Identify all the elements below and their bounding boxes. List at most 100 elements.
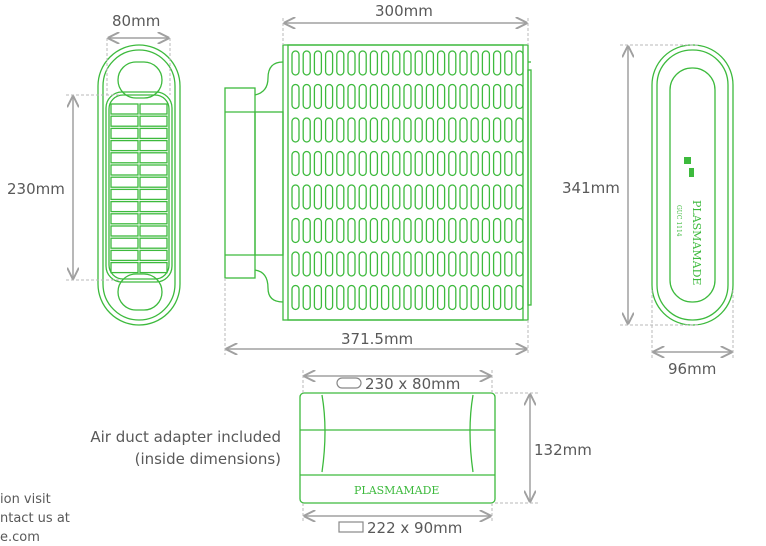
svg-text:GUC 1114: GUC 1114 (675, 205, 682, 237)
vent-slot (492, 251, 502, 277)
vent-slot (324, 50, 334, 76)
vent-slot (380, 217, 390, 244)
vent-slot (448, 284, 457, 311)
vent-slot (369, 251, 379, 277)
vent-slot (504, 284, 513, 311)
vent-slot (380, 284, 390, 311)
vent-slot (436, 184, 446, 210)
vent-slot (358, 83, 367, 110)
vent-slot (504, 217, 513, 244)
vent-slot (459, 217, 468, 244)
grille-cell (110, 103, 139, 115)
grille-cell (110, 152, 139, 164)
vent-slot (459, 50, 468, 76)
vent-slot (448, 50, 457, 76)
vent-slot (515, 83, 524, 110)
vent-slot (347, 284, 356, 311)
vent-slot (515, 251, 524, 277)
vent-slot (347, 50, 356, 76)
grille-cell (110, 188, 139, 201)
vent-slot (324, 83, 334, 110)
vent-slot (425, 251, 435, 277)
vent-slot (436, 83, 446, 110)
vent-slot (324, 184, 334, 210)
vent-slot (403, 284, 412, 311)
vent-slot (414, 83, 423, 110)
vent-slot (302, 83, 311, 110)
vent-slot (358, 284, 367, 311)
vent-slot (515, 50, 524, 76)
vent-slot (358, 251, 367, 277)
grille-cell (110, 139, 139, 152)
vent-slot (302, 284, 311, 311)
vent-slot (504, 251, 513, 277)
vent-slot (324, 251, 334, 277)
grille-cell (139, 176, 168, 188)
vent-slot (470, 284, 479, 311)
vent-slot (436, 284, 446, 311)
vent-slot (459, 83, 468, 110)
grille-cell (110, 164, 139, 176)
vent-slot (291, 83, 300, 110)
vent-slot (392, 184, 401, 210)
vent-slot (347, 217, 356, 244)
grille-cell (139, 249, 168, 262)
grille-cell (139, 152, 168, 164)
adapter-note-line1: Air duct adapter included (90, 428, 281, 446)
vent-slot (448, 117, 457, 143)
vent-slot (414, 251, 423, 277)
vent-slot (313, 50, 323, 76)
dim-adapter-top: 230 x 80mm (365, 375, 461, 393)
vent-slot (336, 284, 345, 311)
vent-slot (358, 217, 367, 244)
grille-cell (139, 164, 168, 176)
vent-slot (403, 83, 412, 110)
vent-slot (515, 284, 524, 311)
vent-slot (414, 117, 423, 143)
dim-back-width: 96mm (668, 360, 717, 378)
vent-slot (459, 284, 468, 311)
vent-slot (459, 150, 468, 177)
vent-slot (291, 117, 300, 143)
vent-slot (481, 50, 491, 76)
grille-cell (139, 225, 168, 237)
grille-cell (139, 103, 168, 115)
vent-slot (470, 50, 479, 76)
vent-slot (380, 83, 390, 110)
vent-slot (313, 184, 323, 210)
vent-slot (302, 251, 311, 277)
grille-cell (110, 115, 139, 127)
vent-slot (358, 184, 367, 210)
vent-slot (470, 184, 479, 210)
vent-slot (459, 251, 468, 277)
vent-slot (492, 284, 502, 311)
vent-slot (425, 117, 435, 143)
vent-slot (403, 251, 412, 277)
vent-slot (291, 217, 300, 244)
vent-slot (436, 251, 446, 277)
vent-slot (515, 217, 524, 244)
vent-slot (470, 251, 479, 277)
vent-slot (492, 150, 502, 177)
vent-slot (403, 117, 412, 143)
vent-slot (436, 150, 446, 177)
vent-slot (459, 184, 468, 210)
contact-line-1: ion visit (0, 492, 51, 507)
vent-slot (336, 117, 345, 143)
grille-cell (110, 200, 139, 213)
vent-slot (448, 150, 457, 177)
vent-slot (380, 50, 390, 76)
grille-cell (139, 139, 168, 152)
vent-slot (291, 251, 300, 277)
dim-adapter-bottom: 222 x 90mm (367, 519, 463, 537)
vent-slot (448, 83, 457, 110)
vent-slot (403, 50, 412, 76)
vent-slot (515, 117, 524, 143)
vent-slot (369, 150, 379, 177)
vent-slot (414, 184, 423, 210)
vent-slot (392, 50, 401, 76)
vent-slot (392, 150, 401, 177)
vent-slot (448, 251, 457, 277)
grille-cell (110, 225, 139, 237)
